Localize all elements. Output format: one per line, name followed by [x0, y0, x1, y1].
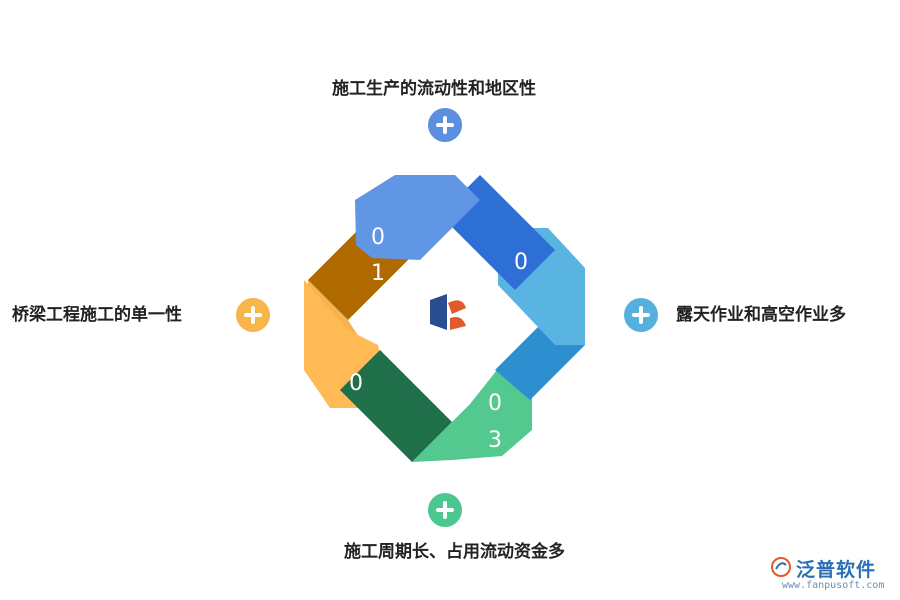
left-item-label: 桥梁工程施工的单一性 [12, 305, 182, 325]
bottom-plus-icon[interactable] [428, 493, 462, 527]
arrow-right-number: 0 [514, 250, 528, 275]
watermark-url: www.fanpusoft.com [782, 580, 885, 591]
left-plus-icon[interactable] [236, 298, 270, 332]
arrow-left-number: 0 [349, 371, 363, 396]
top-plus-icon[interactable] [428, 108, 462, 142]
top-arrow [355, 175, 480, 260]
watermark-name: 泛普软件 [796, 559, 877, 581]
bottom-arrow [412, 370, 532, 462]
center-logo-icon [430, 294, 466, 330]
watermark-logo-icon [771, 557, 791, 577]
right-plus-icon[interactable] [624, 298, 658, 332]
bottom-item-label: 施工周期长、占用流动资金多 [344, 542, 565, 562]
arrow-bottom-number-2: 3 [488, 428, 502, 453]
bottom-band-dark [340, 350, 452, 462]
arrow-top-number: 0 [371, 225, 385, 250]
arrow-bottom-number: 0 [488, 391, 502, 416]
arrow-top-number-2: 1 [371, 261, 385, 286]
right-item-label: 露天作业和高空作业多 [676, 305, 846, 325]
top-item-label: 施工生产的流动性和地区性 [332, 79, 536, 99]
